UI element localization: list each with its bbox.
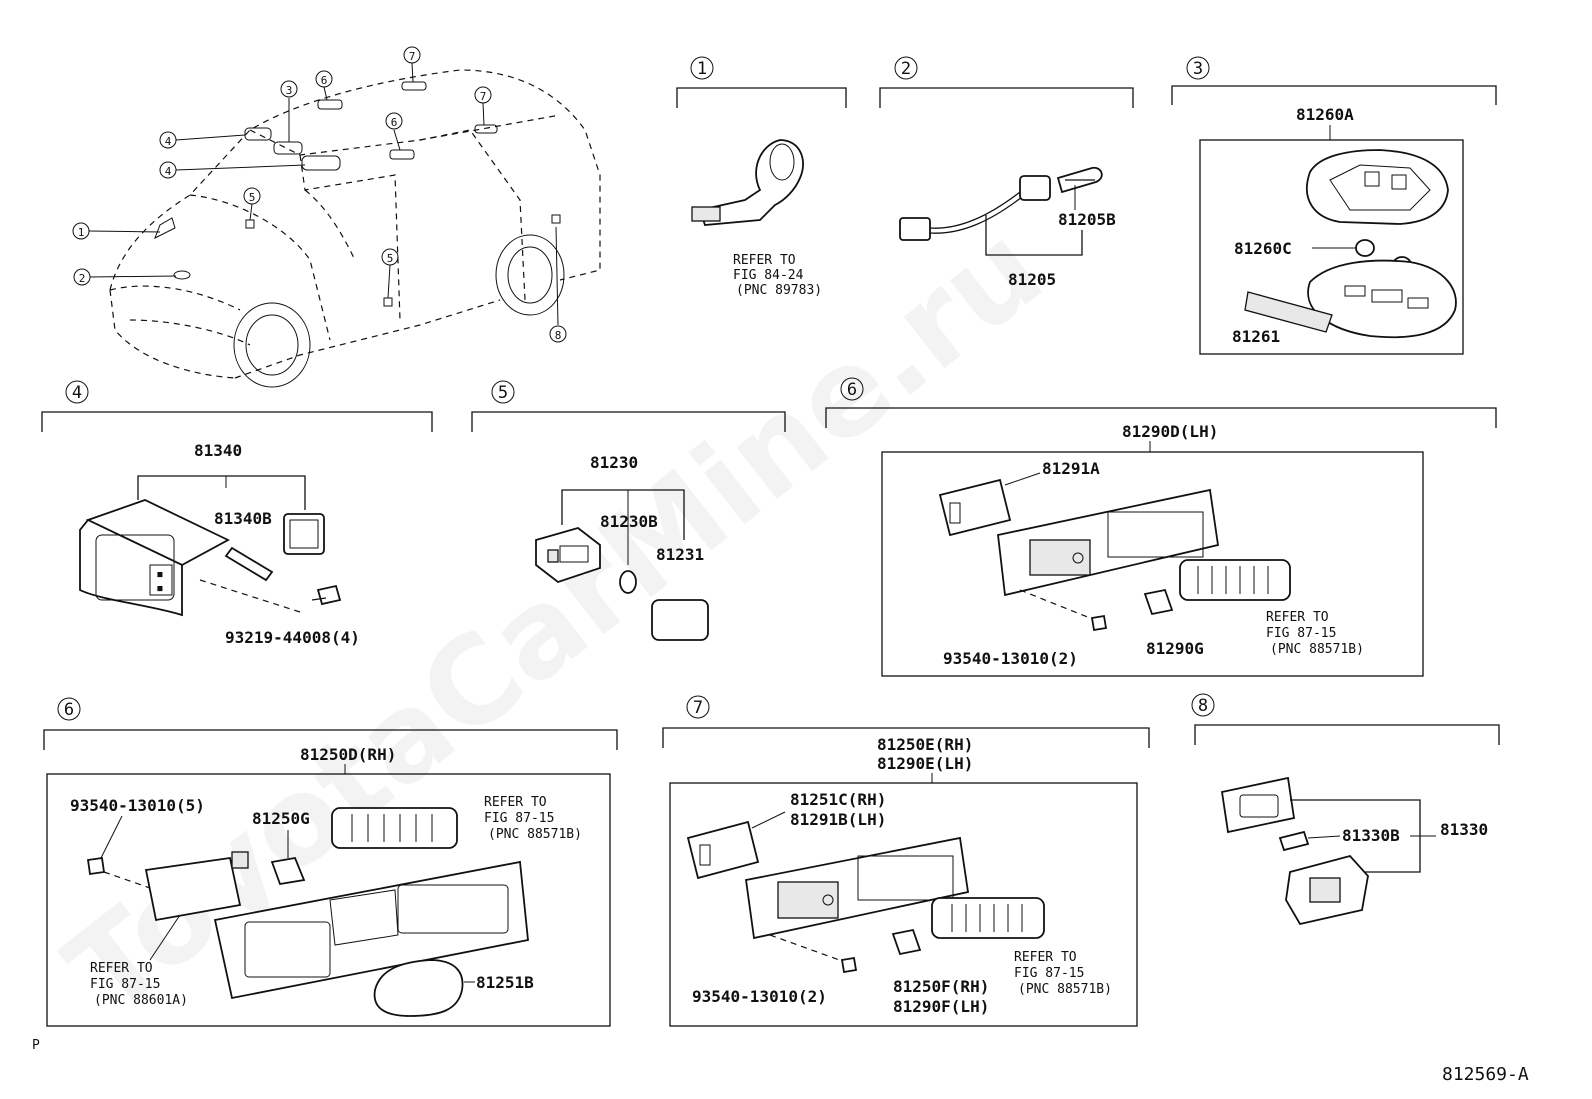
- part-93540-13010-2a: 93540-13010(2): [943, 649, 1078, 668]
- part-81251C-RH: 81251C(RH): [790, 790, 886, 809]
- part-81231: 81231: [656, 545, 704, 564]
- section-3: 3 81260A 81260C 81261: [1171, 56, 1497, 355]
- car-callout-8: 8: [555, 329, 562, 342]
- part-81340B: 81340B: [214, 509, 272, 528]
- section-4: 4 81340 ▪ ▪ 81340B 93219-44008(4): [41, 380, 433, 647]
- section-6-lh-number: 6: [847, 380, 857, 400]
- section-7-note-1: REFER TO: [1014, 950, 1077, 965]
- car-callout-4b: 4: [165, 165, 172, 178]
- section-5-number: 5: [498, 383, 508, 403]
- part-81261: 81261: [1232, 327, 1280, 346]
- section-4-number: 4: [72, 383, 82, 403]
- part-81230B: 81230B: [600, 512, 658, 531]
- part-81250D-RH: 81250D(RH): [300, 745, 396, 764]
- figure-id: 812569-A: [1442, 1064, 1529, 1085]
- svg-text:▪: ▪: [156, 567, 164, 582]
- part-81205B: 81205B: [1058, 210, 1116, 229]
- section-8: 8 81330B 81330: [1191, 693, 1500, 926]
- svg-text:▪: ▪: [156, 581, 164, 596]
- section-5: 5 81230 81230B 81231: [471, 380, 786, 641]
- watermark: ToyotaCarMine.ru: [42, 199, 1068, 1043]
- car-callout-6b: 6: [391, 116, 398, 129]
- section-6-rh-note2-2: FIG 87-15: [90, 977, 160, 992]
- section-6-rh: 6 81250D(RH) 93540-13010(5) REFER TO FIG…: [43, 697, 618, 1027]
- section-6-lh-note-2: FIG 87-15: [1266, 626, 1336, 641]
- part-81251B: 81251B: [476, 973, 534, 992]
- section-1-note-2: FIG 84-24: [733, 268, 804, 283]
- part-81250F-RH: 81250F(RH): [893, 977, 989, 996]
- section-6-rh-number: 6: [64, 700, 74, 720]
- section-6-rh-note2-1: REFER TO: [90, 961, 153, 976]
- car-callout-2: 2: [79, 272, 86, 285]
- part-93219-44008: 93219-44008(4): [225, 628, 360, 647]
- part-81205: 81205: [1008, 270, 1056, 289]
- car-callout-5b: 5: [387, 252, 394, 265]
- section-6-rh-note-3: (PNC 88571B): [488, 827, 582, 842]
- section-8-number: 8: [1198, 696, 1208, 716]
- car-callout-7b: 7: [480, 90, 487, 103]
- part-93540-13010-2b: 93540-13010(2): [692, 987, 827, 1006]
- part-81330: 81330: [1440, 820, 1488, 839]
- section-1-note-1: REFER TO: [733, 253, 796, 268]
- part-81250E-RH: 81250E(RH): [877, 735, 973, 754]
- part-81260A: 81260A: [1296, 105, 1354, 124]
- section-6-lh-note-1: REFER TO: [1266, 610, 1329, 625]
- car-callout-1: 1: [78, 226, 85, 239]
- vehicle-overview: 1 2 3 4 4 5 5 6 6 7 7 8: [72, 46, 601, 388]
- car-callout-4a: 4: [165, 135, 172, 148]
- section-2-number: 2: [901, 59, 911, 79]
- section-6-lh-note-3: (PNC 88571B): [1270, 642, 1364, 657]
- part-81290G: 81290G: [1146, 639, 1204, 658]
- part-81260C: 81260C: [1234, 239, 1292, 258]
- part-81290E-LH: 81290E(LH): [877, 754, 973, 773]
- section-3-number: 3: [1193, 59, 1203, 79]
- section-6-lh: 6 81290D(LH) 81291A REFER TO FIG 87-15 (…: [825, 377, 1497, 677]
- part-81230: 81230: [590, 453, 638, 472]
- section-6-rh-note-2: FIG 87-15: [484, 811, 554, 826]
- part-93540-13010-5: 93540-13010(5): [70, 796, 205, 815]
- section-7-number: 7: [693, 698, 703, 718]
- part-81291A: 81291A: [1042, 459, 1100, 478]
- part-81330B: 81330B: [1342, 826, 1400, 845]
- section-6-rh-note2-3: (PNC 88601A): [94, 993, 188, 1008]
- part-81291B-LH: 81291B(LH): [790, 810, 886, 829]
- section-1-number: 1: [697, 59, 707, 79]
- section-2: 2 81205B 81205: [879, 56, 1134, 289]
- car-callout-3: 3: [286, 84, 293, 97]
- section-6-rh-note-1: REFER TO: [484, 795, 547, 810]
- part-81340: 81340: [194, 441, 242, 460]
- part-81290F-LH: 81290F(LH): [893, 997, 989, 1016]
- section-7-note-3: (PNC 88571B): [1018, 982, 1112, 997]
- section-1: 1 REFER TO FIG 84-24 (PNC 89783): [676, 56, 847, 298]
- part-81290D-LH: 81290D(LH): [1122, 422, 1218, 441]
- car-callout-5a: 5: [249, 191, 256, 204]
- section-1-note-3: (PNC 89783): [736, 283, 822, 298]
- part-81250G: 81250G: [252, 809, 310, 828]
- corner-mark: P: [32, 1038, 40, 1053]
- section-7: 7 81250E(RH) 81290E(LH) 81251C(RH) 81291…: [662, 695, 1150, 1027]
- car-callout-6a: 6: [321, 74, 328, 87]
- section-7-note-2: FIG 87-15: [1014, 966, 1084, 981]
- car-callout-7a: 7: [409, 50, 416, 63]
